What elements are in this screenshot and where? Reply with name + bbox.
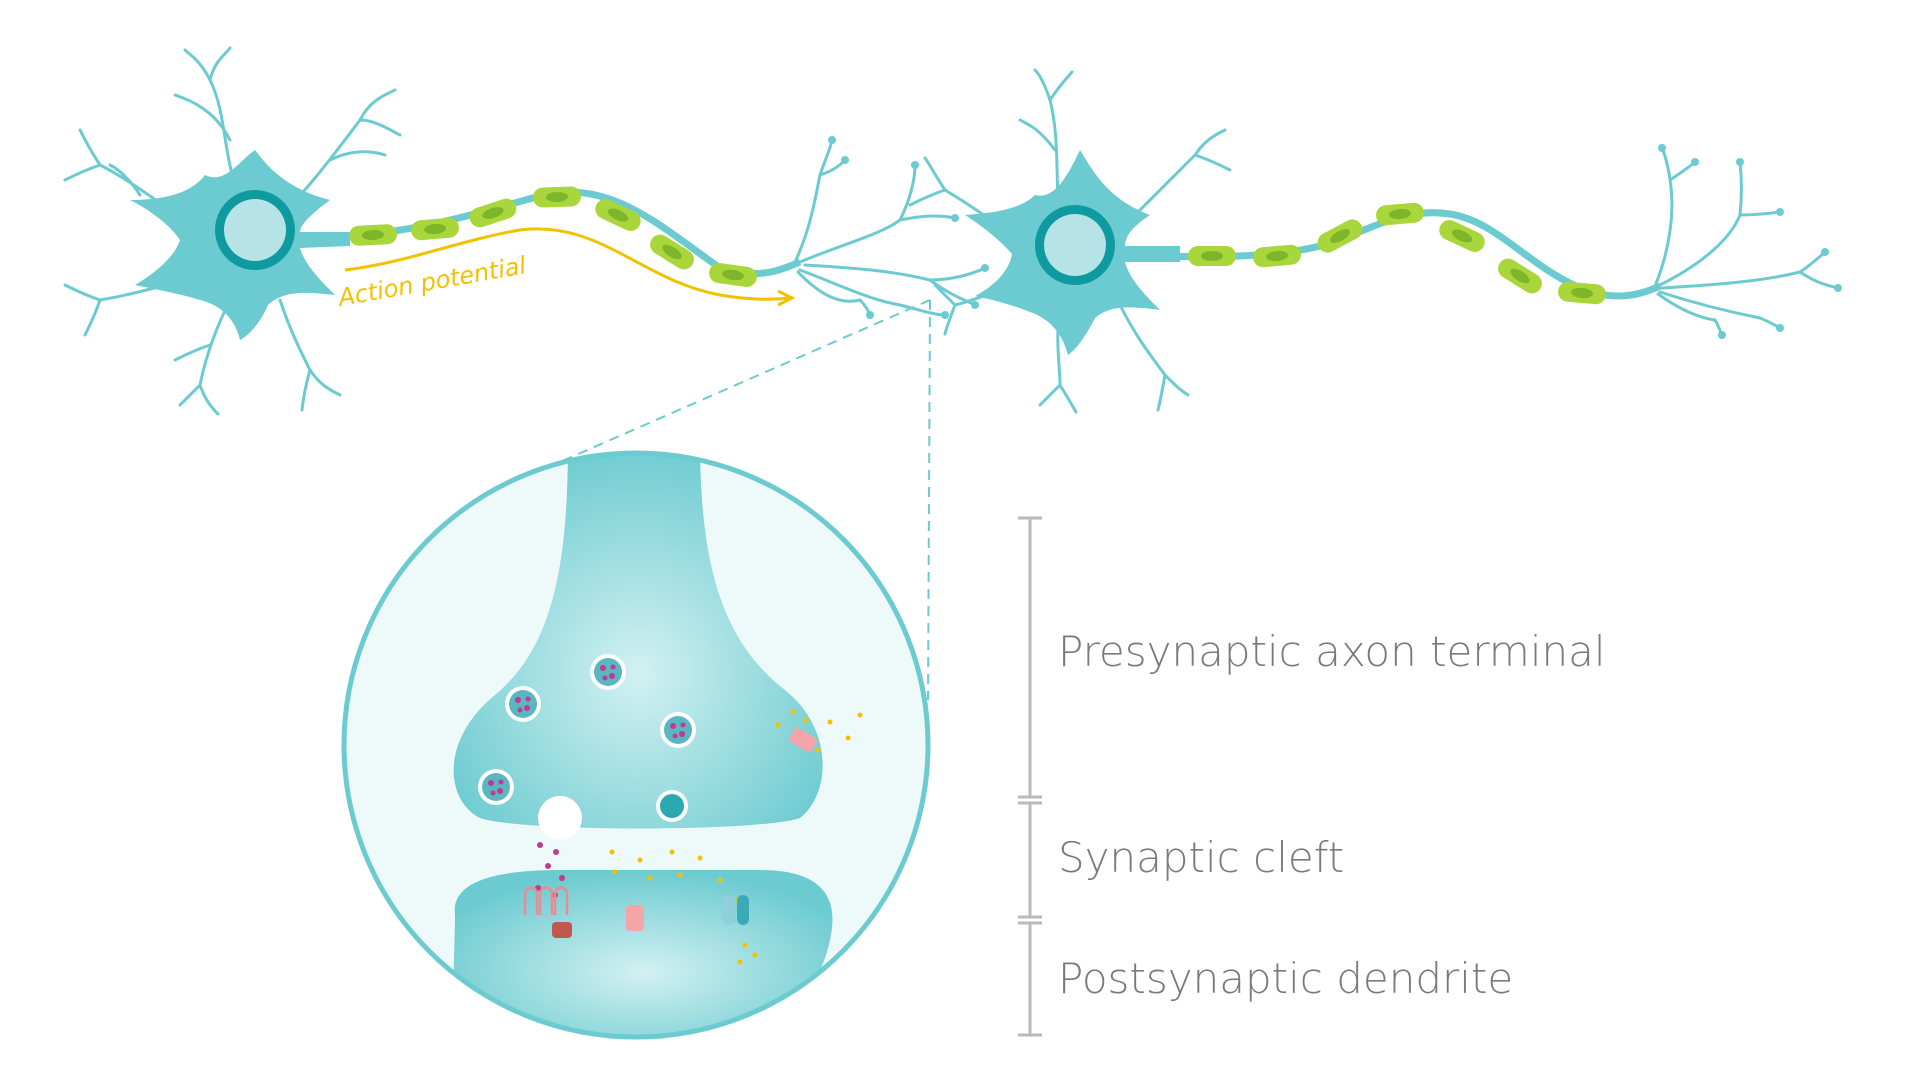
nucleolus-1 (224, 199, 286, 261)
reuptake-transporter (789, 728, 817, 752)
axon-terminals-2 (1653, 146, 1840, 337)
postsynaptic-dendrite-shape (453, 870, 833, 1037)
dendrites-2 (908, 68, 1232, 414)
dendrites-1 (63, 46, 402, 416)
zoom-circle-border (341, 450, 931, 1040)
presynaptic-terminal-shape (453, 453, 823, 829)
synapse-zoom (341, 450, 931, 1040)
terminal-bulbs-2 (1658, 144, 1842, 339)
neuron-2 (908, 68, 1842, 414)
terminal-bulbs-1 (828, 136, 989, 319)
synaptic-vesicles (478, 654, 696, 840)
axon-terminals-1 (793, 138, 987, 317)
nucleolus-2 (1044, 214, 1106, 276)
region-brackets (1018, 516, 1042, 1037)
neuron-1 (63, 46, 989, 416)
action-potential-label: Action potential (334, 251, 528, 312)
myelin-sheath-2 (1188, 202, 1606, 305)
presynaptic-label: Presynaptic axon terminal (1058, 627, 1606, 676)
postsynaptic-label: Postsynaptic dendrite (1058, 954, 1513, 1003)
myelin-sheath-1 (349, 186, 757, 287)
postsynaptic-receptors (523, 886, 749, 938)
cleft-label: Synaptic cleft (1058, 833, 1344, 882)
